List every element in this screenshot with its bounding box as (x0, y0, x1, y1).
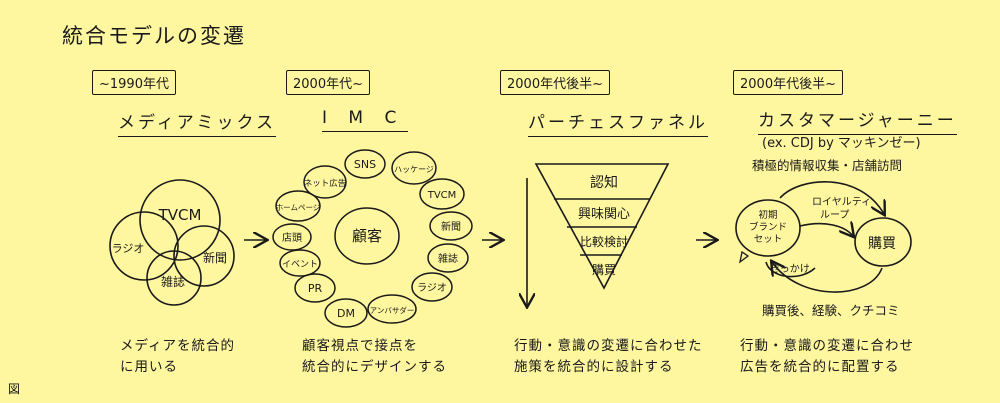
trigger-arrow (765, 261, 816, 278)
initial-set-line-2: ブランド (749, 221, 787, 233)
post-purchase-note: 購買後、経験、クチコミ (762, 303, 900, 318)
active-search-note: 積極的情報収集・店舗訪問 (752, 158, 903, 173)
imc-label-newspaper: 新聞 (441, 220, 461, 233)
imc-label-net-ad: ネット広告 (304, 178, 347, 189)
imc-node-magazine (427, 243, 469, 273)
caption-line: 行動・意識の変遷に合わせ (740, 338, 914, 354)
imc-ring (272, 149, 473, 328)
loyalty-loop-arrow (799, 224, 853, 236)
imc-node-package (391, 151, 437, 185)
imc-label-pr: PR (308, 282, 323, 295)
venn-label-newspaper: 新聞 (203, 250, 227, 265)
imc-node-radio (411, 272, 453, 302)
imc-node-dm (324, 298, 368, 328)
purchase-circle (854, 217, 912, 267)
imc-node-pr (294, 273, 336, 303)
media-mix-venn (109, 179, 235, 306)
initial-set-line-3: セット (754, 234, 783, 245)
imc-label-package: ハッケージ (394, 165, 434, 174)
trigger-label: きっかけ (770, 263, 810, 275)
period-label-3: 2000年代後半~ (500, 70, 610, 95)
imc-label-sns: SNS (354, 158, 376, 171)
venn-circle-magazine (146, 250, 202, 306)
imc-node-ambassador (367, 294, 417, 324)
customer-journey-loop (735, 181, 912, 293)
imc-label-event: イベント (282, 260, 318, 270)
figure-label: 図 (8, 382, 21, 396)
imc-label-homepage: ホームページ (276, 203, 321, 212)
period-label-1: ~1990年代 (92, 70, 176, 95)
venn-label-radio: ラジオ (112, 242, 145, 255)
imc-node-homepage (275, 190, 321, 222)
customer-journey-subtitle: (ex. CDJ by マッキンゼー) (762, 136, 921, 151)
funnel-stage-awareness: 認知 (590, 174, 618, 191)
caption-line: メディアを統合的 (120, 338, 236, 354)
imc-label-ambassador: アンバサダー (370, 305, 415, 315)
stage-heading-customer-journey: カスタマージャーニー (758, 106, 957, 135)
post-purchase-arrow (772, 262, 883, 293)
imc-node-storefront (272, 223, 312, 251)
caption-line: 顧客視点で接点を (302, 338, 418, 354)
stage-heading-imc: I M C (322, 108, 409, 132)
trigger-spark (739, 250, 750, 264)
venn-circle-tvcm (139, 179, 221, 261)
period-label-2: 2000年代~ (286, 70, 370, 95)
caption-line: 行動・意識の変遷に合わせた (514, 338, 703, 354)
initial-brand-set-circle (735, 199, 801, 257)
imc-node-net-ad (303, 165, 347, 199)
funnel-stage-comparison: 比較検討 (580, 234, 628, 249)
imc-node-tvcm (419, 178, 465, 210)
venn-circle-newspaper (173, 225, 235, 287)
imc-center-label: 顧客 (352, 227, 382, 245)
caption-line: に用いる (120, 359, 178, 375)
stage-heading-media-mix: メディアミックス (118, 108, 276, 137)
funnel-outline (534, 163, 670, 290)
imc-center-circle (334, 207, 400, 265)
imc-label-radio: ラジオ (417, 282, 447, 294)
imc-label-dm: DM (337, 307, 355, 320)
imc-node-newspaper (429, 211, 473, 241)
caption-customer-journey: 行動・意識の変遷に合わせ 広告を統合的に配置する (740, 336, 914, 378)
imc-node-sns (344, 149, 386, 179)
funnel-stage-interest: 興味関心 (578, 207, 630, 222)
caption-media-mix: メディアを統合的 に用いる (120, 336, 235, 378)
active-search-arrow (779, 181, 884, 214)
imc-label-magazine: 雑誌 (438, 252, 458, 265)
initial-set-line-1: 初期 (758, 209, 777, 221)
venn-label-magazine: 雑誌 (161, 274, 185, 289)
diagram-title: 統合モデルの変遷 (62, 24, 246, 48)
imc-label-tvcm: TVCM (427, 190, 457, 201)
venn-circle-radio (109, 211, 179, 281)
stage-heading-purchase-funnel: パーチェスファネル (528, 108, 708, 137)
caption-funnel: 行動・意識の変遷に合わせた 施策を統合的に設計する (514, 336, 703, 378)
caption-line: 広告を統合的に配置する (740, 359, 900, 375)
imc-node-event (279, 249, 321, 277)
caption-imc: 顧客視点で接点を 統合的にデザインする (302, 336, 447, 378)
caption-line: 統合的にデザインする (302, 359, 447, 375)
imc-label-storefront: 店頭 (282, 231, 302, 244)
purchase-label: 購買 (868, 236, 896, 252)
purchase-funnel (534, 163, 670, 290)
loyalty-loop-line-1: ロイヤルティ (812, 197, 871, 208)
venn-label-tvcm: TVCM (158, 206, 202, 224)
period-label-4: 2000年代後半~ (733, 70, 843, 95)
funnel-stage-purchase: 購買 (592, 263, 616, 277)
caption-line: 施策を統合的に設計する (514, 359, 674, 375)
loyalty-loop-line-2: ループ (820, 209, 849, 221)
